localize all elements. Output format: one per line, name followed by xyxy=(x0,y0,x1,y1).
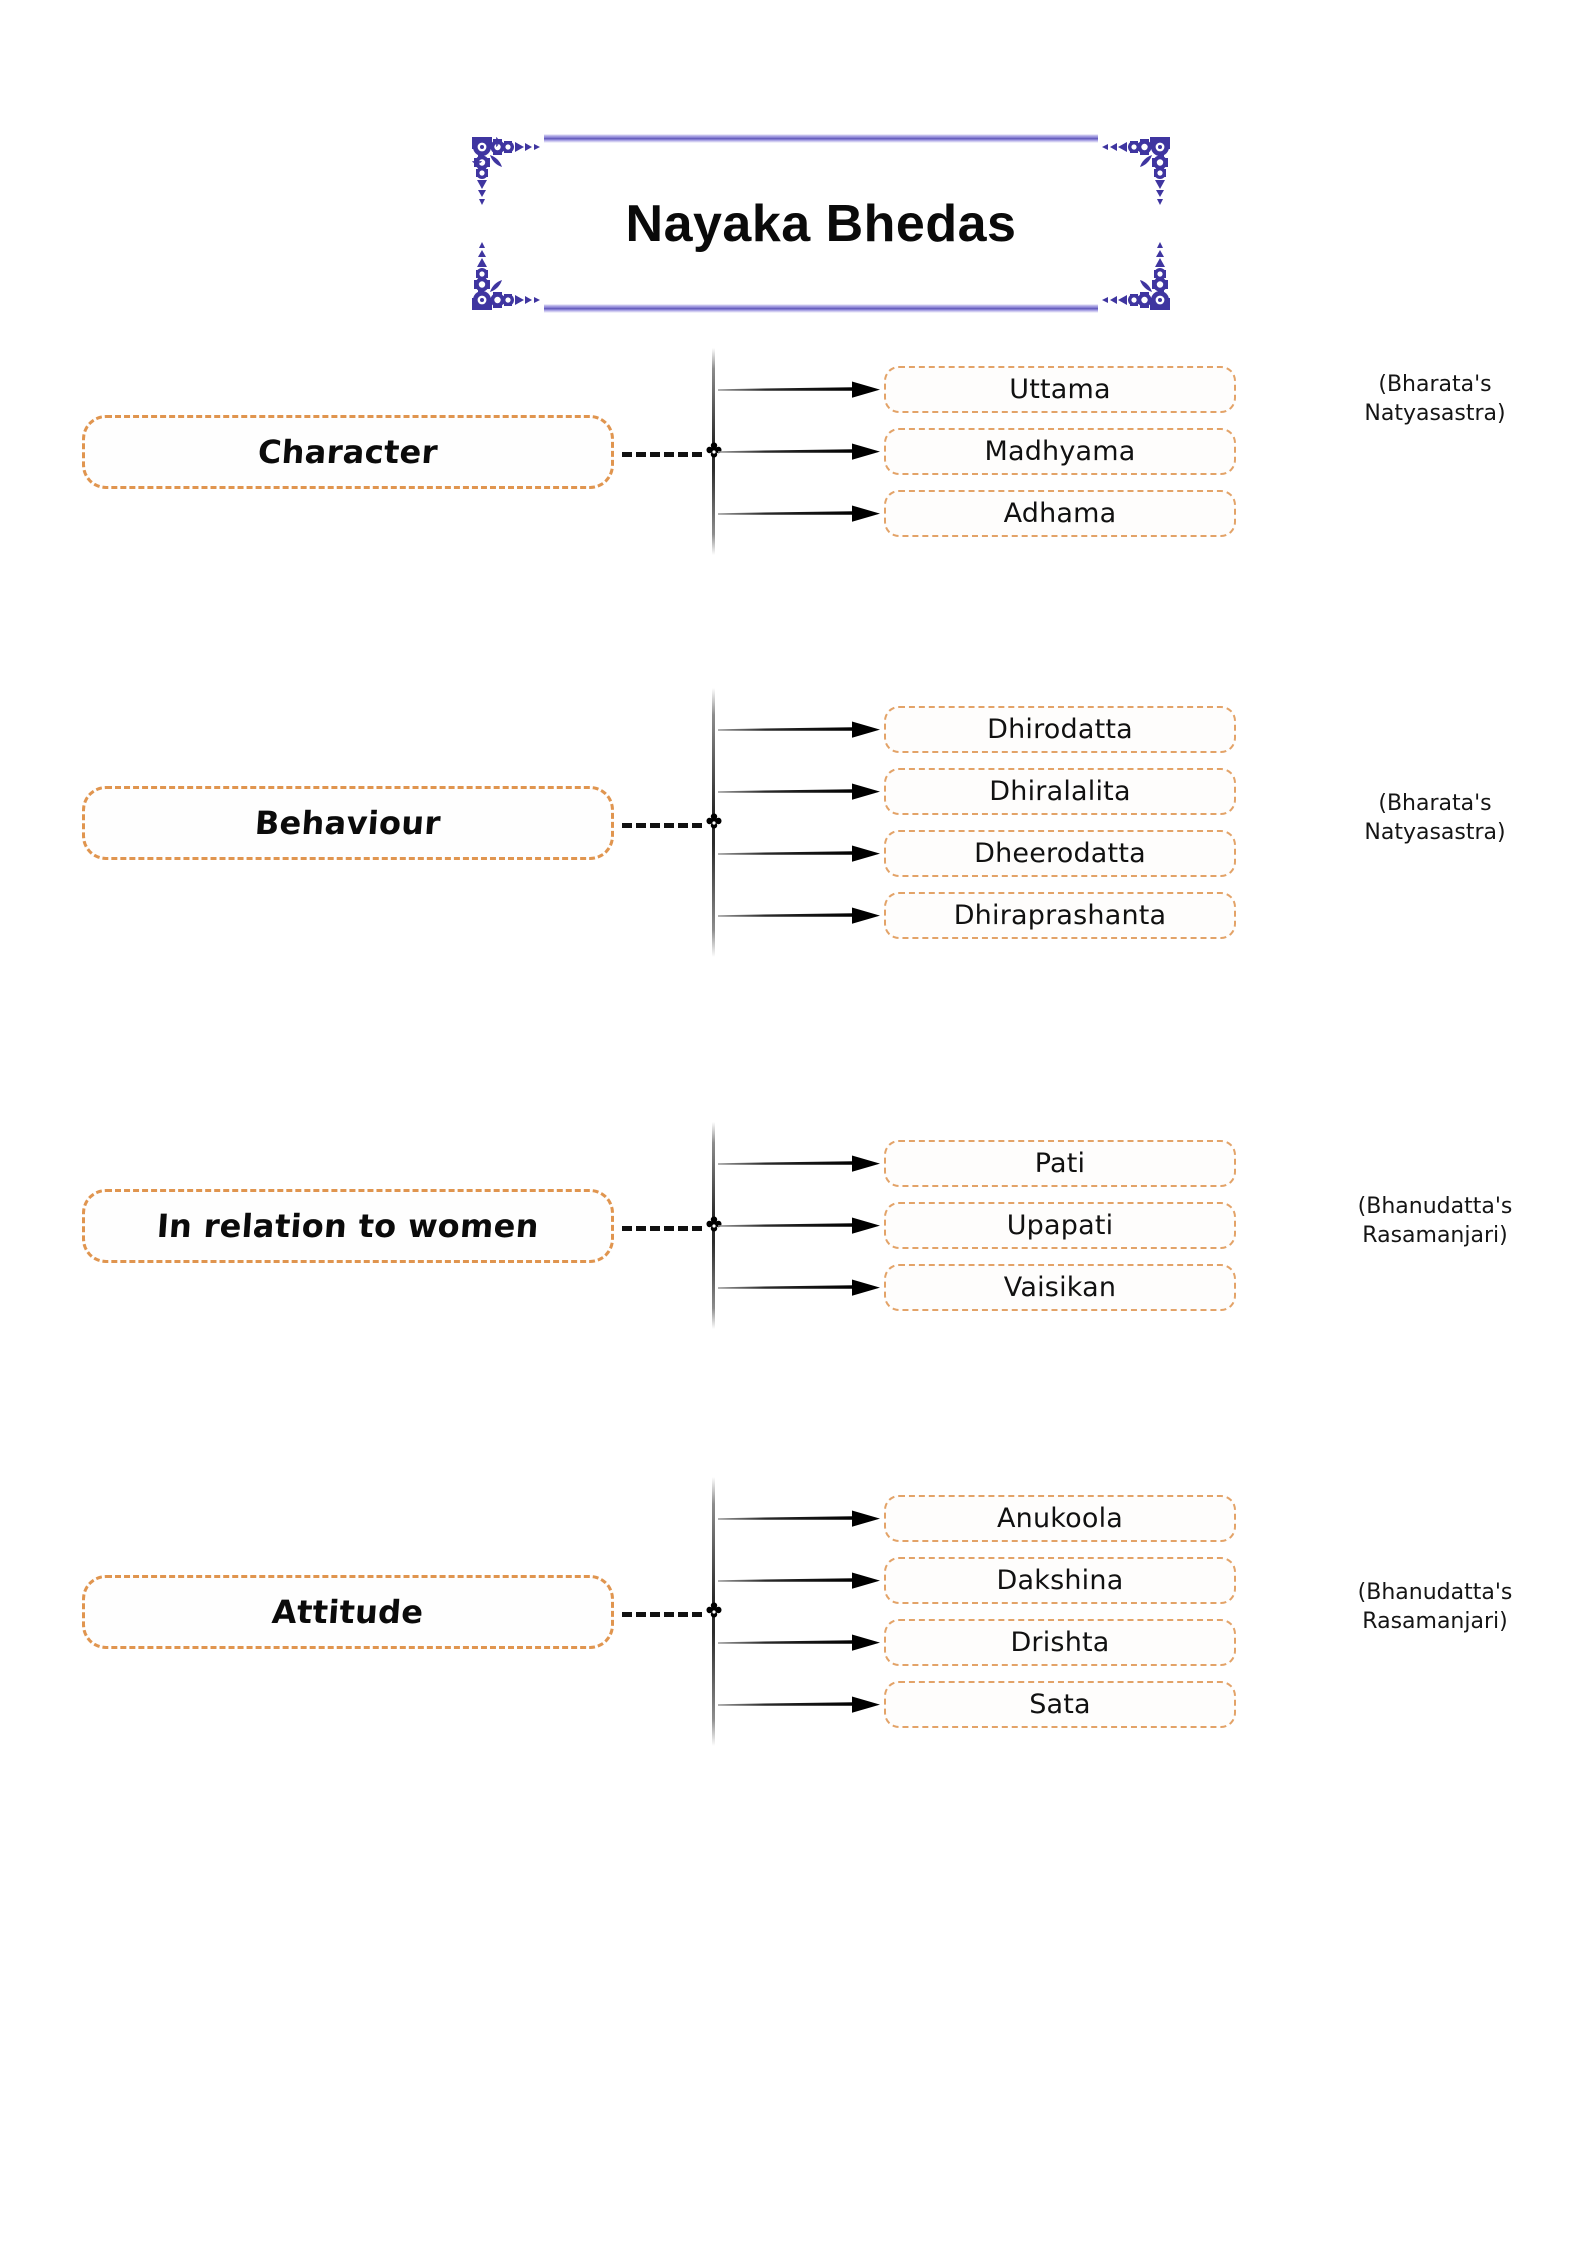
dashed-connector xyxy=(622,451,702,457)
source-citation: (Bharata's Natyasastra) xyxy=(1364,790,1506,845)
branch-arrow xyxy=(718,441,880,463)
category-label: In relation to women xyxy=(155,1206,541,1245)
item-box[interactable]: Sata xyxy=(884,1681,1236,1728)
branch-arrow xyxy=(718,1632,880,1654)
branch-arrow xyxy=(718,379,880,401)
frame-bar-bottom xyxy=(544,304,1098,313)
item-label: Adhama xyxy=(1003,498,1117,529)
spine-junction-marker-icon xyxy=(703,441,725,463)
ornament-corner-top-left-icon xyxy=(466,131,548,215)
dashed-connector xyxy=(622,1225,702,1231)
item-label: Dhiraprashanta xyxy=(953,900,1167,931)
item-label: Sata xyxy=(1029,1689,1091,1720)
item-box[interactable]: Anukoola xyxy=(884,1495,1236,1542)
item-label: Vaisikan xyxy=(1003,1272,1117,1303)
item-label: Dheerodatta xyxy=(974,838,1146,869)
branch-arrow xyxy=(718,503,880,525)
spine-junction-marker-icon xyxy=(703,1215,725,1237)
source-citation: (Bhanudatta's Rasamanjari) xyxy=(1357,1193,1513,1248)
item-box[interactable]: Dhiraprashanta xyxy=(884,892,1236,939)
category-box-character[interactable]: Character xyxy=(82,414,614,489)
branch-arrow xyxy=(718,905,880,927)
item-box[interactable]: Pati xyxy=(884,1140,1236,1187)
spine-junction-marker-icon xyxy=(703,1601,725,1623)
branch-arrow xyxy=(718,719,880,741)
ornament-corner-top-right-icon xyxy=(1094,131,1176,215)
item-box[interactable]: Drishta xyxy=(884,1619,1236,1666)
item-box[interactable]: Adhama xyxy=(884,490,1236,537)
frame-bar-top xyxy=(544,134,1098,143)
category-label: Attitude xyxy=(270,1592,426,1631)
item-label: Dakshina xyxy=(996,1565,1124,1596)
branch-arrow xyxy=(718,1508,880,1530)
branch-arrow xyxy=(718,1277,880,1299)
source-citation: (Bharata's Natyasastra) xyxy=(1364,371,1506,426)
branch-arrow xyxy=(718,781,880,803)
dashed-connector xyxy=(622,1611,702,1617)
item-box[interactable]: Dhirodatta xyxy=(884,706,1236,753)
item-box[interactable]: Uttama xyxy=(884,366,1236,413)
item-label: Madhyama xyxy=(984,436,1136,467)
ornament-corner-bottom-left-icon xyxy=(466,232,548,316)
source-citation: (Bhanudatta's Rasamanjari) xyxy=(1357,1579,1513,1634)
category-box-attitude[interactable]: Attitude xyxy=(82,1574,614,1649)
category-label: Character xyxy=(256,432,440,471)
item-label: Pati xyxy=(1034,1148,1086,1179)
item-box[interactable]: Upapati xyxy=(884,1202,1236,1249)
ornament-corner-bottom-right-icon xyxy=(1094,232,1176,316)
category-label: Behaviour xyxy=(253,803,443,842)
item-label: Dhiralalita xyxy=(989,776,1131,807)
branch-arrow xyxy=(718,1570,880,1592)
item-label: Upapati xyxy=(1006,1210,1114,1241)
page-title: Nayaka Bhedas xyxy=(625,194,1017,253)
item-box[interactable]: Dhiralalita xyxy=(884,768,1236,815)
branch-arrow xyxy=(718,843,880,865)
title-frame: Nayaka Bhedas xyxy=(466,131,1176,316)
item-label: Anukoola xyxy=(996,1503,1124,1534)
item-box[interactable]: Madhyama xyxy=(884,428,1236,475)
item-box[interactable]: Dakshina xyxy=(884,1557,1236,1604)
spine-junction-marker-icon xyxy=(703,812,725,834)
dashed-connector xyxy=(622,822,702,828)
branch-arrow xyxy=(718,1215,880,1237)
item-box[interactable]: Dheerodatta xyxy=(884,830,1236,877)
item-label: Uttama xyxy=(1009,374,1111,405)
branch-arrow xyxy=(718,1694,880,1716)
item-label: Dhirodatta xyxy=(987,714,1133,745)
category-box-in-relation-to-women[interactable]: In relation to women xyxy=(82,1188,614,1263)
category-box-behaviour[interactable]: Behaviour xyxy=(82,785,614,860)
item-label: Drishta xyxy=(1010,1627,1110,1658)
branch-arrow xyxy=(718,1153,880,1175)
item-box[interactable]: Vaisikan xyxy=(884,1264,1236,1311)
